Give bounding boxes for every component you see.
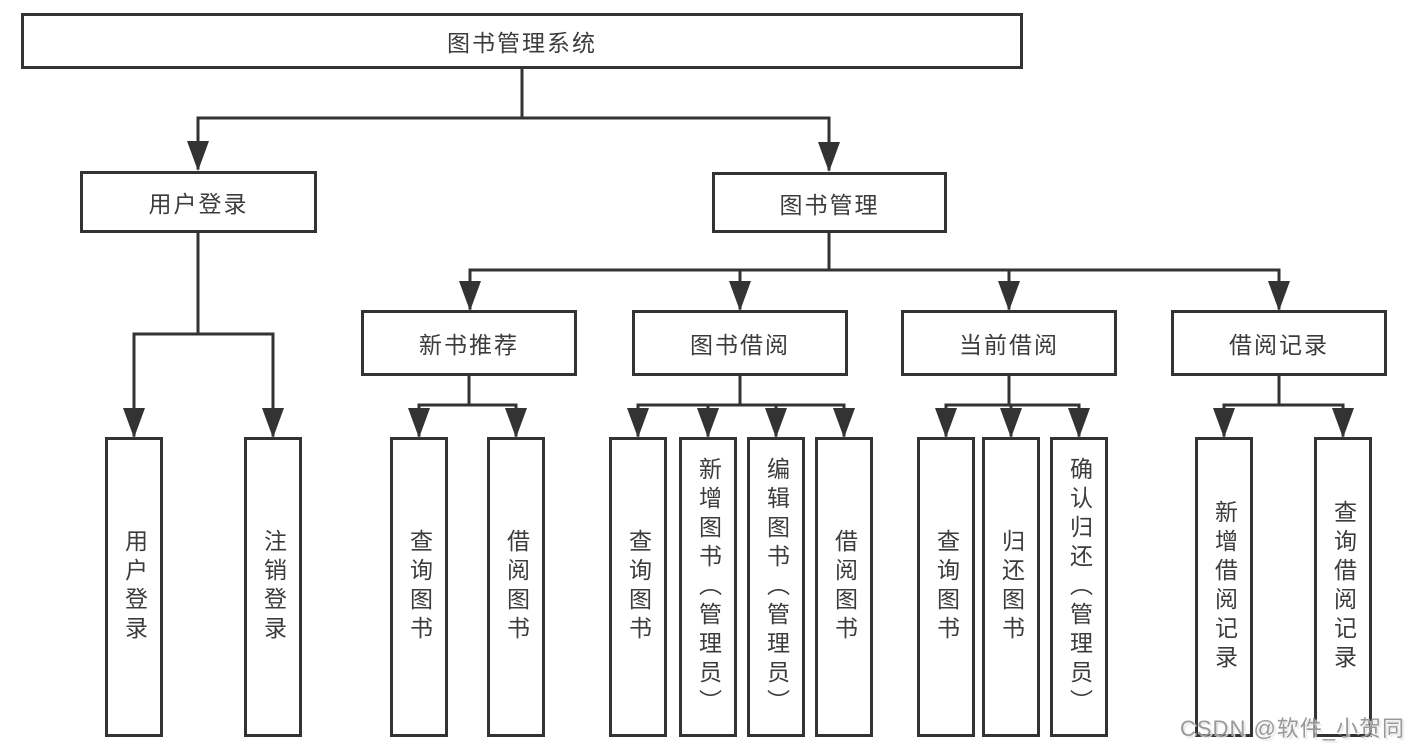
leaf-query-books-borrowing: 查询图书 <box>609 437 667 737</box>
leaf-user-login-label: 用户登录 <box>121 529 148 645</box>
leaf-confirm-return-admin-label: 确认归还（管理员） <box>1066 456 1093 718</box>
node-book-management: 图书管理 <box>712 172 947 233</box>
leaf-logout: 注销登录 <box>244 437 302 737</box>
leaf-query-books-recommend-label: 查询图书 <box>406 529 433 645</box>
node-current-borrowing-label: 当前借阅 <box>959 332 1059 358</box>
leaf-add-book-admin-label: 新增图书（管理员） <box>695 456 722 718</box>
leaf-borrow-books-recommend-label: 借阅图书 <box>503 529 530 645</box>
leaf-return-book: 归还图书 <box>982 437 1040 737</box>
leaf-query-books-borrowing-label: 查询图书 <box>625 529 652 645</box>
node-new-book-recommend: 新书推荐 <box>361 310 577 376</box>
node-root-label: 图书管理系统 <box>447 30 597 56</box>
node-current-borrowing: 当前借阅 <box>901 310 1117 376</box>
node-borrowing-records: 借阅记录 <box>1171 310 1387 376</box>
node-book-borrowing-label: 图书借阅 <box>690 332 790 358</box>
node-borrowing-records-label: 借阅记录 <box>1229 332 1329 358</box>
leaf-user-login: 用户登录 <box>105 437 163 737</box>
leaf-edit-book-admin-label: 编辑图书（管理员） <box>763 456 790 718</box>
leaf-edit-book-admin: 编辑图书（管理员） <box>747 437 805 737</box>
leaf-borrow-books: 借阅图书 <box>815 437 873 737</box>
leaf-query-books-recommend: 查询图书 <box>390 437 448 737</box>
leaf-logout-label: 注销登录 <box>260 529 287 645</box>
watermark: CSDN @软件_小贺同学 <box>1180 716 1405 741</box>
leaf-borrow-books-recommend: 借阅图书 <box>487 437 545 737</box>
node-book-borrowing: 图书借阅 <box>632 310 848 376</box>
leaf-add-book-admin: 新增图书（管理员） <box>679 437 737 737</box>
leaf-add-borrow-record-label: 新增借阅记录 <box>1211 500 1238 674</box>
node-user-login-label: 用户登录 <box>148 191 249 217</box>
node-book-management-label: 图书管理 <box>779 191 880 218</box>
leaf-add-borrow-record: 新增借阅记录 <box>1195 437 1253 737</box>
leaf-confirm-return-admin: 确认归还（管理员） <box>1050 437 1108 737</box>
arrowheads <box>123 141 1354 438</box>
node-user-login: 用户登录 <box>80 171 317 233</box>
leaf-query-borrow-record: 查询借阅记录 <box>1314 437 1372 737</box>
leaf-return-book-label: 归还图书 <box>998 529 1025 645</box>
node-root: 图书管理系统 <box>21 13 1023 69</box>
leaf-query-books-current-label: 查询图书 <box>933 529 960 645</box>
leaf-query-books-current: 查询图书 <box>917 437 975 737</box>
node-new-book-recommend-label: 新书推荐 <box>419 332 519 358</box>
leaf-query-borrow-record-label: 查询借阅记录 <box>1330 500 1357 674</box>
leaf-borrow-books-label: 借阅图书 <box>831 529 858 645</box>
